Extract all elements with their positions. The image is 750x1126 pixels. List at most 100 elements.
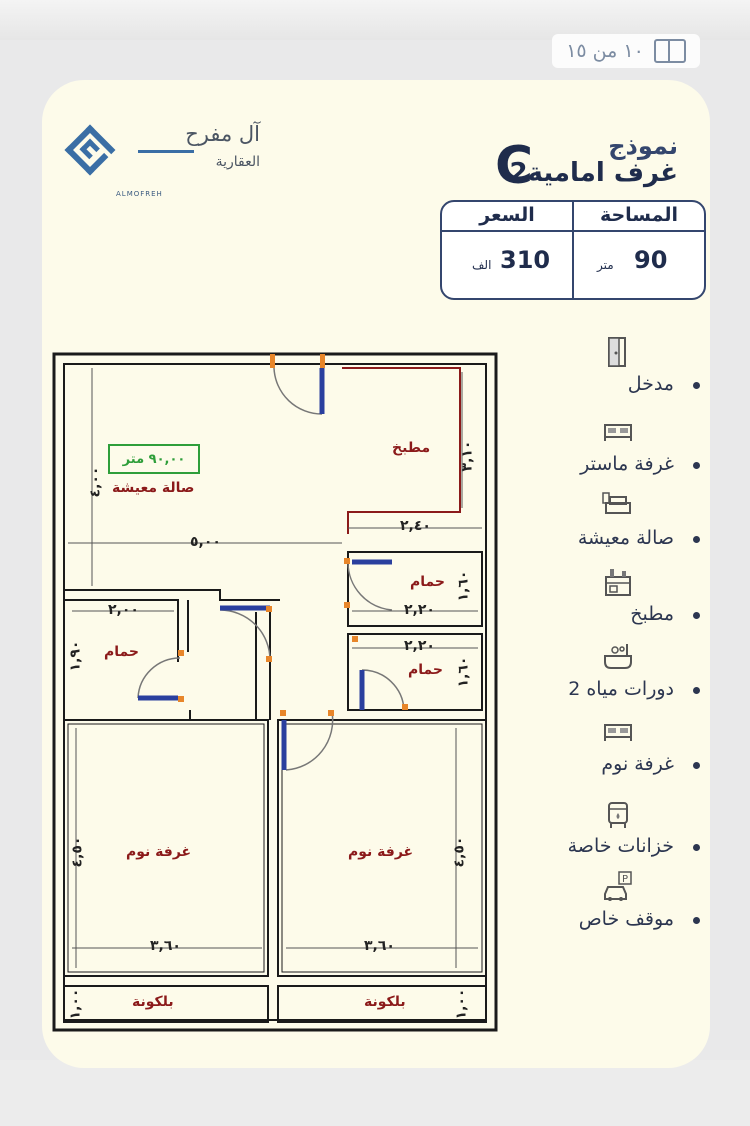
area-header: المساحة (599, 204, 679, 226)
bath-left-bottom-wall (64, 710, 191, 721)
info-divider-horizontal (442, 230, 704, 232)
model-rooms: 2غرف امامية (509, 158, 678, 188)
room-label-balcony-left: بلكونة (132, 994, 174, 1010)
company-logo: آل مفرح العقارية ALMOFREH (60, 120, 260, 198)
feature-label: غرفة نوم (601, 753, 674, 775)
floor-plan-drawing (52, 352, 498, 1032)
model-letter: C (495, 136, 534, 196)
dim-balcony-left-height: ١,٠٠ (67, 988, 84, 1020)
bullet-icon (693, 612, 700, 619)
feature-bathrooms: 2 دورات مياه (500, 640, 700, 700)
area-price-box: السعر المساحة 310 الف 90 متر (440, 200, 706, 300)
bathtub-icon (604, 644, 632, 669)
bullet-icon (693, 536, 700, 543)
dim-bath-rb-height: ١,٦٠ (455, 656, 472, 688)
feature-water-tanks: خزانات خاصة (500, 797, 700, 857)
door-frame (280, 710, 286, 716)
dim-balcony-right-height: ١,٠٠ (453, 988, 470, 1020)
info-divider-vertical (572, 202, 574, 298)
door-frame (266, 656, 272, 662)
book-icon (653, 39, 686, 63)
dim-bed-right-height: ٤,٥٠ (451, 836, 468, 868)
bedroom-right-wall (277, 719, 487, 977)
door-frame (328, 710, 334, 716)
door-frame (266, 606, 272, 612)
dim-bath-rt-width: ٢,٢٠ (404, 602, 435, 618)
price-value: 310 (500, 246, 551, 274)
dim-bed-right-width: ٣,٦٠ (364, 938, 395, 954)
bath-left-wall (64, 599, 179, 662)
background-bottom (0, 1060, 750, 1126)
logo-small-text: ALMOFREH (116, 190, 163, 198)
page-counter[interactable]: ١٠ من ١٥ (552, 34, 700, 68)
dim-bed-left-height: ٤,٥٠ (69, 836, 86, 868)
feature-kitchen: مطبخ (500, 565, 700, 625)
door-frame (178, 650, 184, 656)
feature-master-room: غرفة ماستر (500, 415, 700, 475)
logo-divider (138, 150, 194, 153)
price-header: السعر (479, 204, 535, 226)
balcony-right-wall (277, 985, 487, 1023)
background-top (0, 0, 750, 40)
door-frame (402, 704, 408, 710)
water-tank-icon (608, 802, 628, 828)
door-frame (178, 696, 184, 702)
feature-parking: P موقف خاص (500, 870, 700, 930)
bed-icon (604, 424, 632, 441)
feature-entrance: مدخل (500, 335, 700, 395)
entrance-door-arc (273, 367, 323, 415)
model-label: نموذج (608, 132, 678, 160)
bath-right-top-wall (347, 551, 483, 627)
door-frame (344, 602, 350, 608)
floor-plan: ٩٠,٠٠ متر صالة معيشة مطبخ حمام حمام حمام… (52, 352, 498, 1032)
room-label-bath-left: حمام (104, 644, 139, 660)
feature-living-room: صالة معيشة (500, 489, 700, 549)
room-label-bedroom-right: غرفة نوم (348, 844, 414, 860)
room-label-balcony-right: بلكونة (364, 994, 406, 1010)
bedroom-left-inner (67, 723, 265, 973)
bullet-icon (693, 382, 700, 389)
door-frame (270, 354, 275, 368)
dim-bath-rb-width: ٢,٢٠ (404, 638, 435, 654)
sofa-icon (602, 492, 631, 514)
page-counter-text: ١٠ من ١٥ (566, 40, 644, 62)
bedroom-door-arc (285, 711, 334, 771)
feature-label: 2 دورات مياه (568, 678, 674, 700)
dim-bath-rt-height: ١,٦٠ (455, 570, 472, 602)
dim-bed-left-width: ٣,٦٠ (150, 938, 181, 954)
room-label-bedroom-left: غرفة نوم (126, 844, 192, 860)
bedroom-right-inner (281, 723, 483, 973)
bullet-icon (693, 844, 700, 851)
living-area-badge: ٩٠,٠٠ متر (108, 444, 200, 474)
kitchen-icon (605, 569, 631, 596)
balcony-left-wall (63, 985, 269, 1023)
feature-label: مدخل (627, 373, 674, 395)
kitchen-outline (342, 367, 461, 534)
dim-bath-left-height: ١,٩٠ (67, 640, 84, 672)
dim-bath-left-width: ٢,٠٠ (108, 602, 139, 618)
bath-door-arc (137, 657, 181, 699)
bullet-icon (693, 917, 700, 924)
room-label-bath-right-top: حمام (410, 574, 445, 590)
bath-door-arc (347, 561, 393, 611)
price-unit: الف (472, 258, 492, 272)
svg-text:P: P (622, 874, 628, 885)
door-frame (344, 558, 350, 564)
corridor-door-arc (219, 609, 271, 661)
bullet-icon (693, 762, 700, 769)
feature-label: موقف خاص (578, 908, 674, 930)
area-unit: متر (597, 258, 614, 272)
bullet-icon (693, 462, 700, 469)
door-frame (320, 354, 325, 368)
bath-right-bottom-wall (347, 633, 483, 711)
feature-label: مطبخ (630, 603, 674, 625)
logo-mark-icon (64, 124, 116, 176)
room-label-kitchen: مطبخ (392, 440, 431, 456)
door-icon (608, 337, 626, 367)
dim-living-height: ٤,٠٠ (87, 466, 104, 498)
dim-kitchen-width: ٢,٤٠ (400, 518, 431, 534)
area-value: 90 (634, 246, 668, 274)
dim-living-width: ٥,٠٠ (190, 534, 221, 550)
feature-label: صالة معيشة (577, 527, 674, 549)
room-label-bath-right-bottom: حمام (408, 662, 443, 678)
